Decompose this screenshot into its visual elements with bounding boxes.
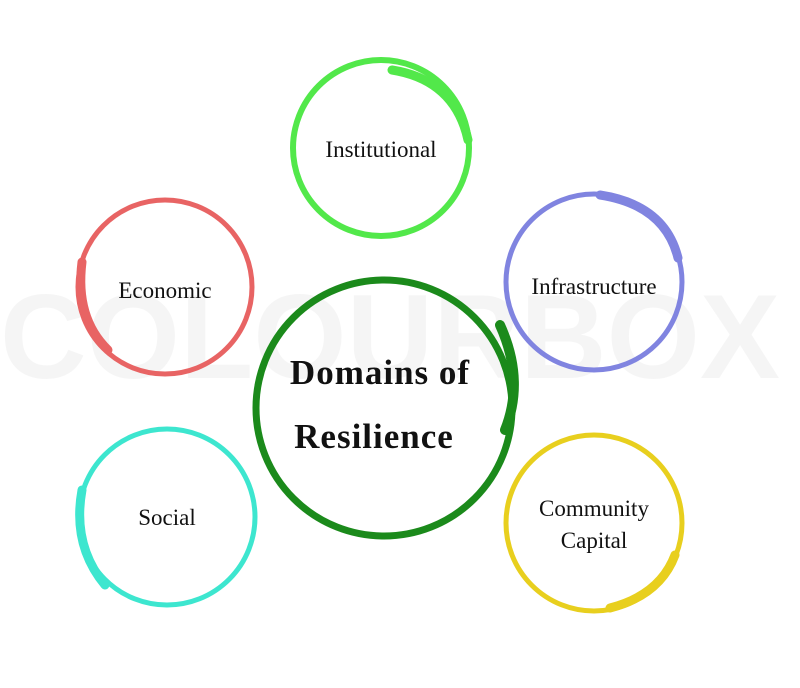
label-institutional: Institutional xyxy=(325,137,436,162)
label-community: Community xyxy=(539,496,649,521)
ring-institutional-stroke xyxy=(387,65,473,145)
ring-center-stroke xyxy=(495,320,519,435)
center-title-line1: Domains of xyxy=(290,353,470,392)
ring-social-stroke xyxy=(75,485,110,590)
ring-infrastructure-stroke xyxy=(595,190,683,263)
ring-economic-stroke xyxy=(76,257,113,355)
domain-social: Social xyxy=(75,426,258,608)
ring-community-capital-stroke xyxy=(605,550,680,613)
label-capital: Capital xyxy=(561,528,627,553)
ring-community-capital xyxy=(503,432,685,614)
domain-economic: Economic xyxy=(75,197,255,377)
center-title-line2: Resilience xyxy=(294,417,454,456)
label-social: Social xyxy=(138,505,196,530)
ring-institutional xyxy=(290,57,472,239)
domain-institutional: Institutional xyxy=(290,57,473,239)
center-node: Domains of Resilience xyxy=(252,276,519,540)
label-infrastructure: Infrastructure xyxy=(531,274,656,299)
domain-community-capital: Community Capital xyxy=(503,432,685,614)
label-economic: Economic xyxy=(118,278,211,303)
domain-infrastructure: Infrastructure xyxy=(503,190,685,373)
ring-infrastructure xyxy=(503,191,685,373)
